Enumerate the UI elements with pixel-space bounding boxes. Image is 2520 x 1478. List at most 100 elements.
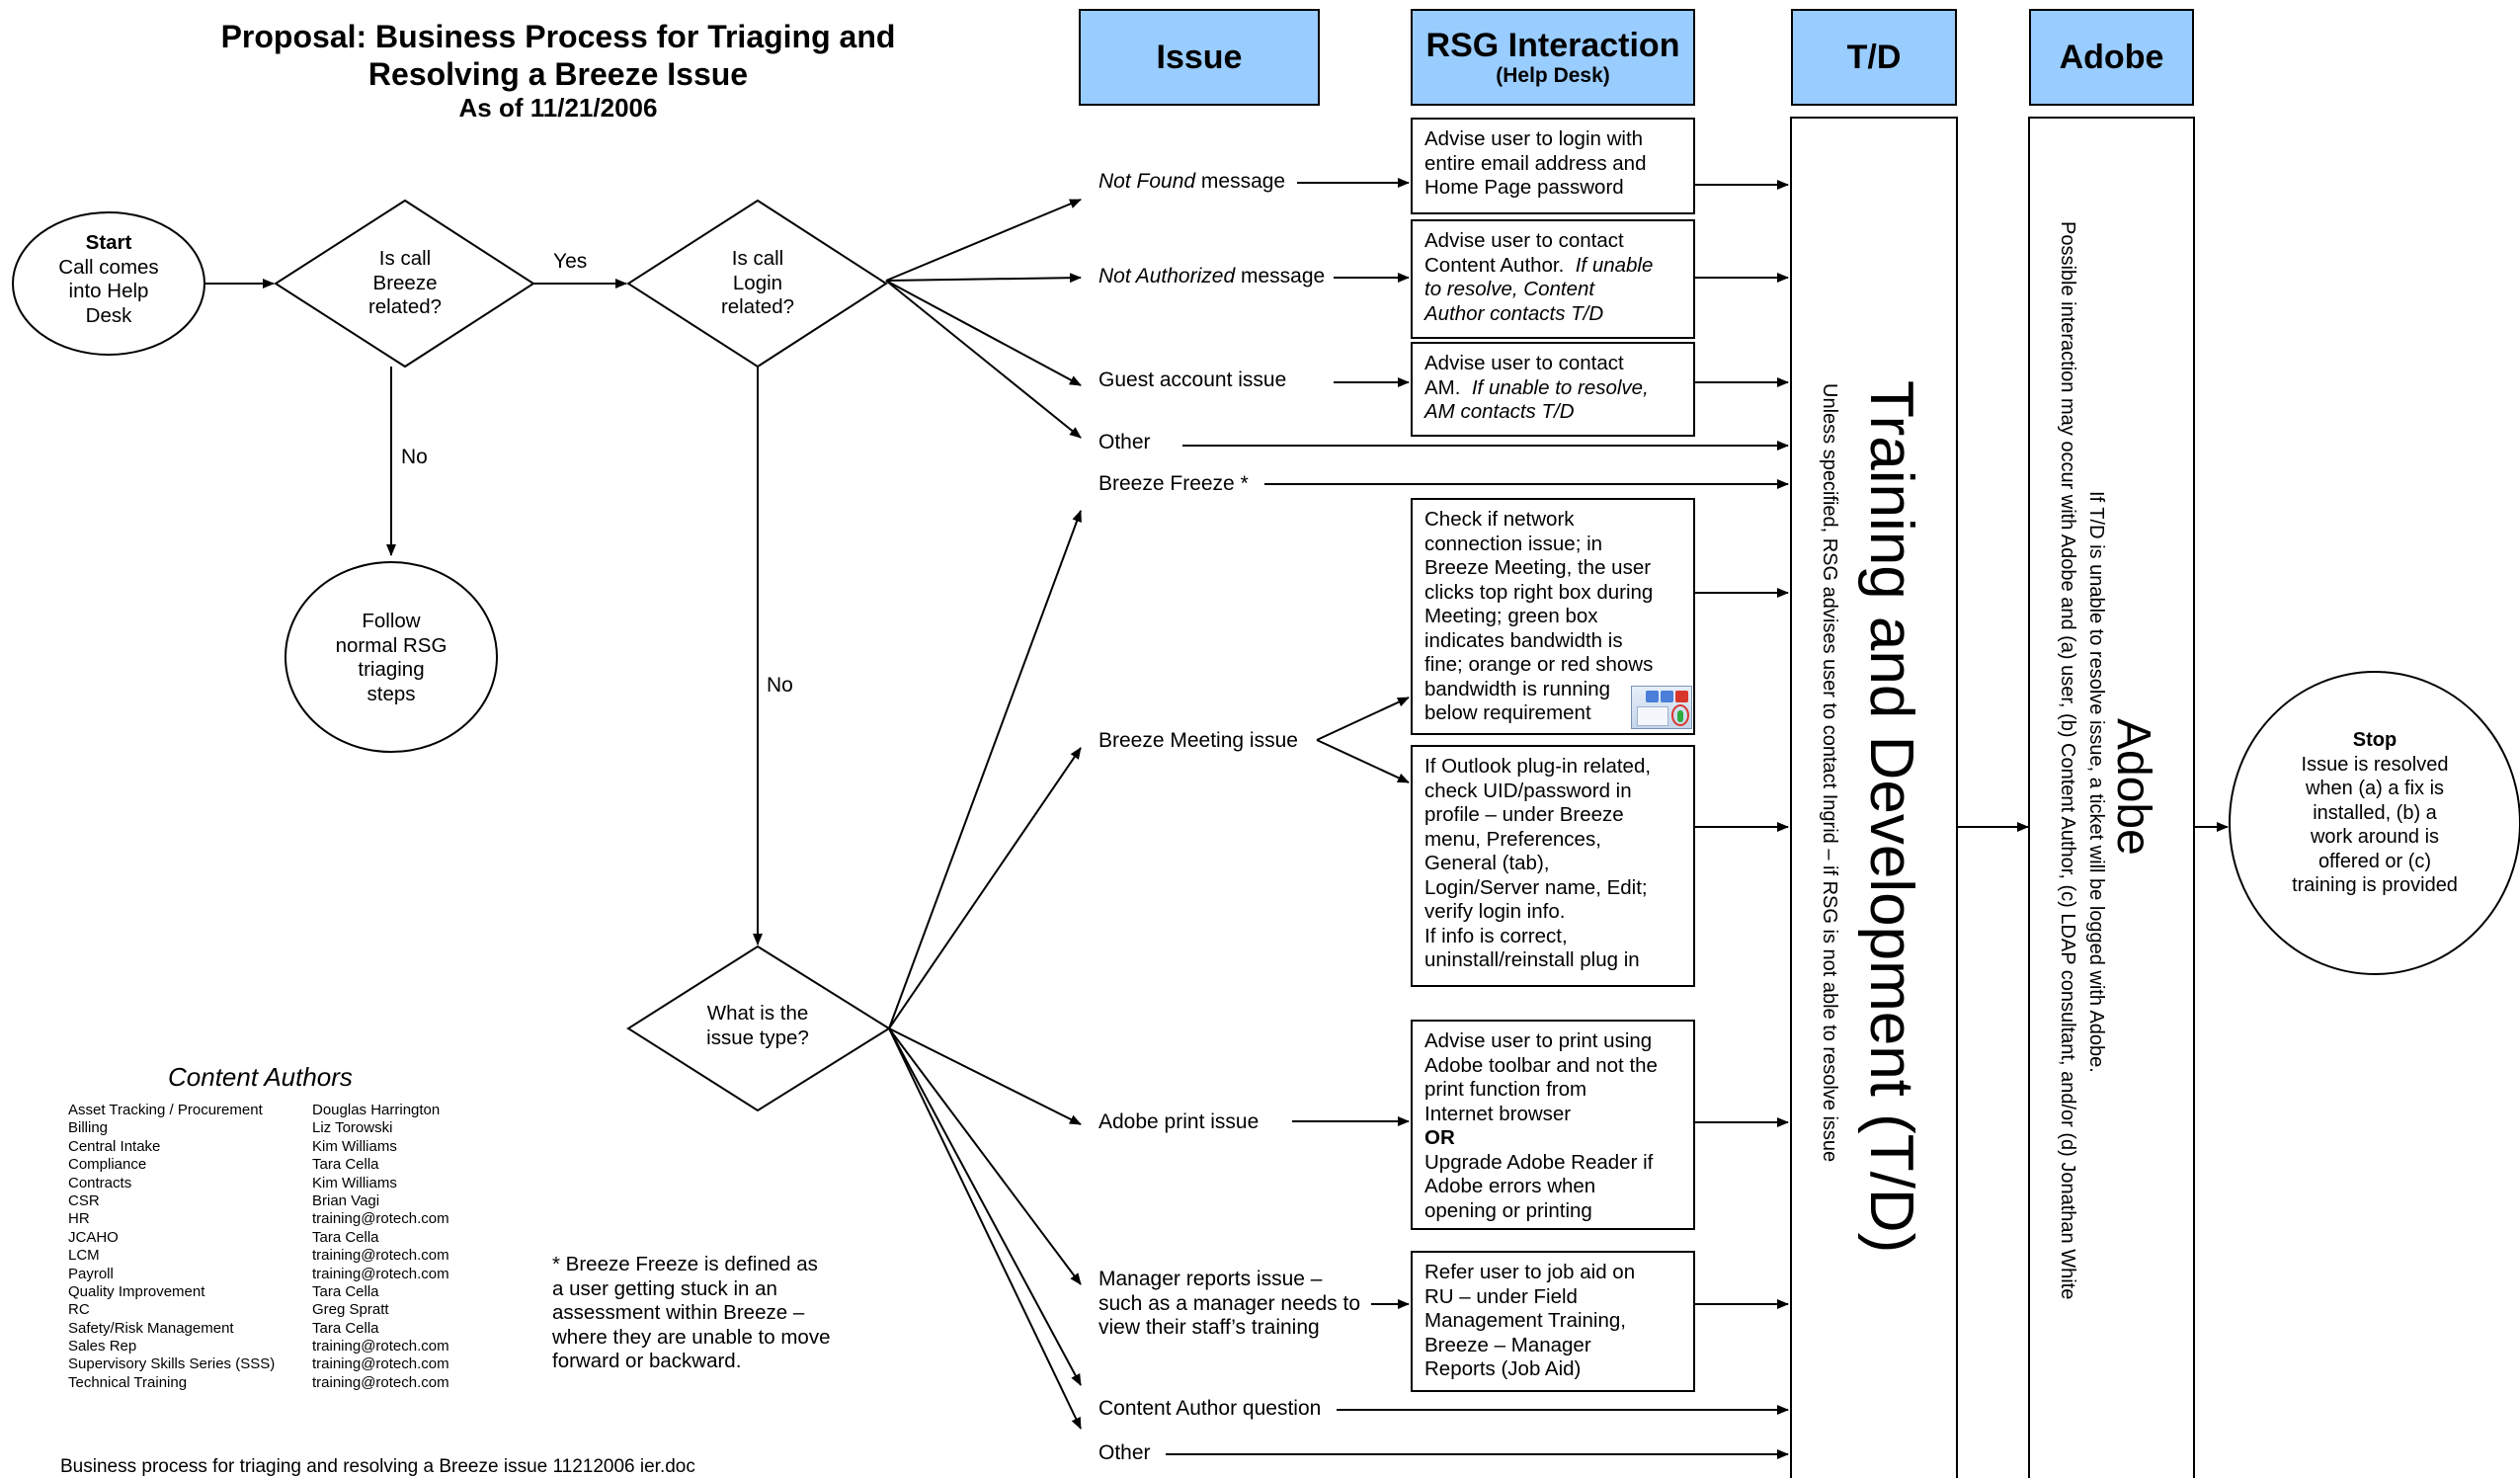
- content-author-contact: Kim Williams: [312, 1174, 397, 1191]
- rsg-line-italic: If unable to resolve,: [1471, 375, 1649, 399]
- rsg-line: uninstall/reinstall plug in: [1424, 948, 1640, 971]
- content-author-contact: training@rotech.com: [312, 1338, 449, 1355]
- content-author-area: Supervisory Skills Series (SSS): [68, 1355, 276, 1373]
- content-author-area: Quality Improvement: [68, 1282, 205, 1300]
- content-author-contact: training@rotech.com: [312, 1355, 449, 1373]
- rsg-line: Content Author.: [1424, 253, 1565, 277]
- content-author-contact: Tara Cella: [312, 1319, 379, 1337]
- follow-rsg-line: normal RSG: [335, 633, 447, 657]
- footnote-line: forward or backward.: [552, 1350, 742, 1372]
- rsg-line: connection issue; in: [1424, 532, 1603, 555]
- td-column-title: Training and Development (T/D): [1857, 380, 1925, 1254]
- edge-label-yes: Yes: [553, 250, 588, 273]
- stop-text: Stop Issue is resolved when (a) a fix is…: [2256, 728, 2493, 898]
- adobe-column: [2028, 117, 2195, 1478]
- content-author-area: Technical Training: [68, 1373, 188, 1391]
- content-author-contact: Liz Torowski: [312, 1119, 393, 1137]
- title-line-1: Proposal: Business Process for Triaging …: [220, 19, 896, 54]
- content-author-contact: Tara Cella: [312, 1156, 379, 1174]
- footnote-line: * Breeze Freeze is defined as: [552, 1253, 818, 1275]
- rsg-line: Management Training,: [1424, 1309, 1626, 1332]
- rsg-line: Breeze – Manager: [1424, 1333, 1591, 1356]
- rsg-line: opening or printing: [1424, 1198, 1592, 1222]
- header-adobe-label: Adobe: [2059, 39, 2164, 76]
- decision-issue-type: [626, 944, 891, 1112]
- rsg-box-not-authorized: Advise user to contact Content Author. I…: [1411, 219, 1695, 339]
- stop-line: work around is: [2310, 826, 2440, 848]
- footnote-line: where they are unable to move: [552, 1325, 831, 1349]
- issue-manager-reports: Manager reports issue – such as a manage…: [1098, 1268, 1360, 1341]
- decision-text-line: Is call: [731, 247, 784, 270]
- content-author-area: RC: [68, 1301, 90, 1319]
- rsg-line: clicks top right box during: [1424, 580, 1654, 604]
- content-author-area: Payroll: [68, 1265, 114, 1282]
- footnote-line: assessment within Breeze –: [552, 1301, 805, 1324]
- header-td: T/D: [1791, 9, 1957, 106]
- rsg-line: print function from: [1424, 1078, 1587, 1101]
- content-author-contact: Brian Vagi: [312, 1191, 380, 1209]
- content-author-contact: training@rotech.com: [312, 1210, 449, 1228]
- issue-adobe-print: Adobe print issue: [1098, 1110, 1260, 1133]
- stop-line: installed, (b) a: [2313, 801, 2437, 824]
- header-adobe: Adobe: [2029, 9, 2194, 106]
- content-author-contact: training@rotech.com: [312, 1265, 449, 1282]
- rsg-line: Advise user to print using: [1424, 1029, 1653, 1052]
- start-line-3: Desk: [85, 303, 132, 327]
- rsg-line: Internet browser: [1424, 1102, 1572, 1125]
- rsg-line: Adobe toolbar and not the: [1424, 1053, 1658, 1077]
- decision-text-line: related?: [367, 295, 443, 318]
- follow-rsg-line: triaging: [358, 658, 425, 681]
- rsg-line-italic: to resolve, Content: [1424, 278, 1595, 300]
- content-author-area: Safety/Risk Management: [68, 1319, 234, 1337]
- rsg-line: Check if network: [1424, 508, 1575, 531]
- adobe-column-line-2: Possible interaction may occur with Adob…: [2057, 221, 2078, 1300]
- start-text: Start Call comes into Help Desk: [20, 231, 198, 328]
- issue-breeze-freeze: Breeze Freeze *: [1098, 472, 1249, 495]
- title-line-2: Resolving a Breeze Issue: [367, 56, 749, 92]
- decision-text-line: related?: [720, 295, 795, 318]
- issue-not-authorized-em: Not Authorized: [1098, 265, 1236, 287]
- rsg-line: verify login info.: [1424, 900, 1566, 923]
- decision-issue-type-text: What is the issue type?: [659, 1002, 856, 1050]
- rsg-line-italic: If unable: [1575, 253, 1654, 277]
- rsg-line: menu, Preferences,: [1424, 827, 1601, 851]
- stop-line: offered or (c): [2317, 850, 2432, 872]
- content-author-contact: Kim Williams: [312, 1137, 397, 1155]
- issue-other-login: Other: [1098, 431, 1151, 453]
- rsg-line: If info is correct,: [1424, 924, 1568, 947]
- content-author-contact: Tara Cella: [312, 1282, 379, 1300]
- decision-text-line: What is the: [706, 1002, 809, 1025]
- decision-login-related-text: Is call Login related?: [679, 247, 837, 320]
- start-label: Start: [85, 231, 132, 254]
- td-column: [1790, 117, 1958, 1478]
- stop-line: when (a) a fix is: [2305, 778, 2445, 799]
- content-author-contact: Douglas Harrington: [312, 1102, 441, 1118]
- content-author-contact: training@rotech.com: [312, 1373, 449, 1391]
- issue-not-found-em: Not Found: [1098, 170, 1196, 193]
- content-author-area: Compliance: [68, 1156, 147, 1174]
- issue-content-author: Content Author question: [1098, 1397, 1322, 1420]
- content-author-area: Contracts: [68, 1174, 132, 1191]
- rsg-box-not-found: Advise user to login with entire email a…: [1411, 118, 1695, 214]
- rsg-line: indicates bandwidth is: [1424, 628, 1623, 652]
- edge-label-no-breeze: No: [401, 446, 428, 468]
- content-author-area: HR: [68, 1210, 90, 1228]
- page-title: Proposal: Business Process for Triaging …: [173, 18, 943, 93]
- content-author-area: Central Intake: [68, 1137, 161, 1155]
- rsg-line: bandwidth is running: [1424, 677, 1611, 700]
- follow-rsg-text: Follow normal RSG triaging steps: [292, 610, 490, 706]
- issue-not-authorized-rest: message: [1235, 265, 1326, 287]
- content-author-area: JCAHO: [68, 1228, 119, 1246]
- rsg-line: fine; orange or red shows: [1424, 653, 1654, 676]
- rsg-line-italic: Author contacts T/D: [1424, 301, 1604, 325]
- rsg-line-bold: OR: [1424, 1126, 1455, 1149]
- adobe-column-line-1: If T/D is unable to resolve issue, a tic…: [2085, 491, 2107, 1073]
- content-author-contact: Tara Cella: [312, 1228, 379, 1246]
- content-author-area: Billing: [68, 1119, 109, 1137]
- header-rsg-sublabel: (Help Desk): [1496, 64, 1610, 87]
- content-author-contact: training@rotech.com: [312, 1247, 449, 1265]
- rsg-line: Upgrade Adobe Reader if: [1424, 1150, 1654, 1174]
- start-line-1: Call comes: [58, 255, 159, 279]
- decision-breeze-related: [274, 199, 535, 369]
